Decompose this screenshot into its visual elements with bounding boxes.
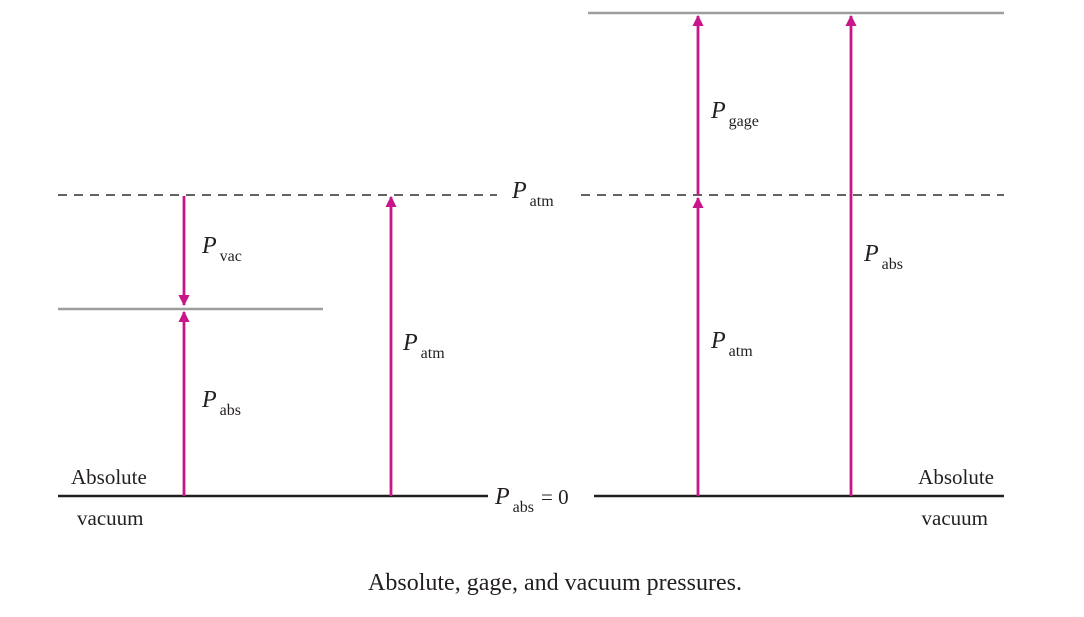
absolute-left-label: Absolute xyxy=(71,465,147,489)
vacuum-left-label: vacuum xyxy=(77,506,143,530)
p-abs-right-symbol: P xyxy=(863,241,879,267)
p-abs-right-subscript: abs xyxy=(882,256,903,273)
p-atm-right-symbol: P xyxy=(710,328,726,354)
p-gage-subscript: gage xyxy=(729,113,759,130)
p-atm-mid-symbol: P xyxy=(402,330,418,356)
absolute-right-label: Absolute xyxy=(918,465,994,489)
figure-caption: Absolute, gage, and vacuum pressures. xyxy=(368,570,742,596)
p-abs-left-symbol: P xyxy=(201,387,217,413)
p-gage-symbol: P xyxy=(710,98,726,124)
p-atm-mid-subscript: atm xyxy=(421,345,446,362)
p-atm-right-subscript: atm xyxy=(729,343,754,360)
p-abs-zero-suffix: = 0 xyxy=(541,485,569,509)
p-abs-zero-symbol: P xyxy=(494,484,510,510)
p-abs-left-subscript: abs xyxy=(220,402,241,419)
p-vac-subscript: vac xyxy=(220,248,242,265)
p-vac-symbol: P xyxy=(201,233,217,259)
p-abs-zero-subscript: abs xyxy=(513,499,534,516)
vacuum-right-label: vacuum xyxy=(922,506,988,530)
p-atm-line-symbol: P xyxy=(511,178,527,204)
p-atm-line-subscript: atm xyxy=(530,193,555,210)
